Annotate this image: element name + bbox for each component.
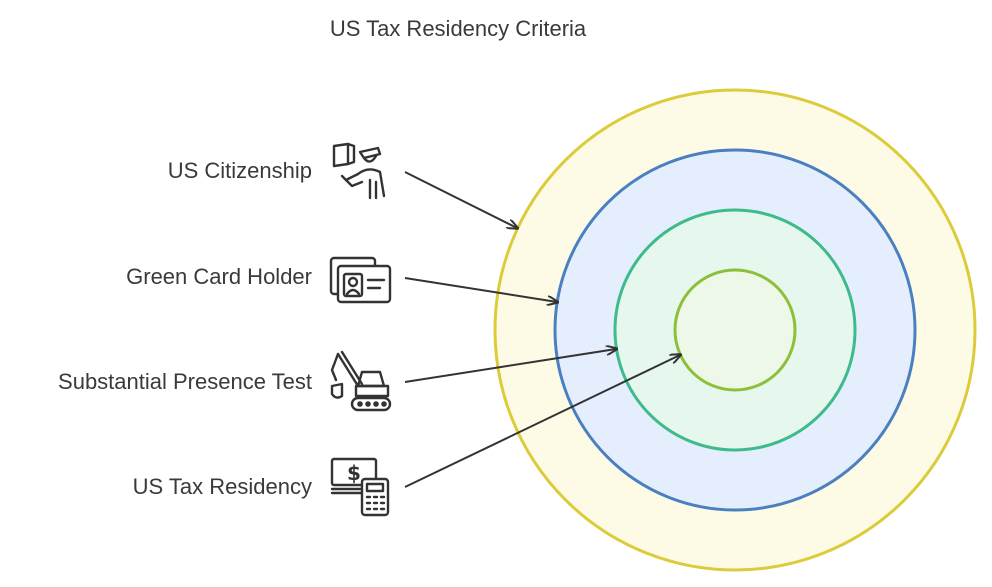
excavator-icon	[330, 350, 392, 412]
ring-us-tax-residency	[673, 268, 797, 392]
diagram-title: US Tax Residency Criteria	[329, 16, 587, 41]
arrow-green-card-holder	[404, 277, 557, 302]
money-calculator-icon: $	[330, 457, 390, 517]
id-card-icon	[329, 256, 392, 304]
label-us-tax-residency: US Tax Residency	[132, 474, 312, 499]
arrow-substantial-presence-test	[404, 349, 616, 383]
svg-text:$: $	[347, 461, 361, 485]
immigration-officer-icon	[332, 142, 386, 200]
label-substantial-presence-test: Substantial Presence Test	[58, 369, 312, 394]
arrow-us-citizenship	[404, 171, 517, 228]
label-us-citizenship: US Citizenship	[167, 158, 312, 183]
label-green-card-holder: Green Card Holder	[126, 264, 312, 289]
arrow-us-tax-residency	[404, 355, 680, 488]
